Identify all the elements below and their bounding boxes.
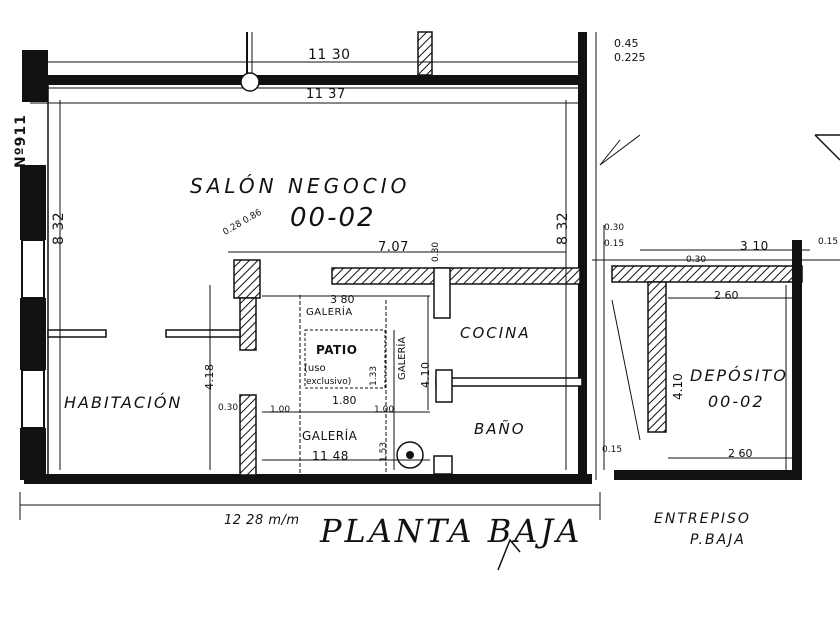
planta-baja-title: PLANTA BAJA	[320, 512, 583, 550]
bano-stub	[435, 369, 453, 403]
galeria-top-label: GALERÍA	[306, 307, 353, 318]
depo-top-wall	[611, 265, 803, 283]
pbaja-label: P.BAJA	[690, 532, 746, 548]
dim-top-width: 11 30	[308, 47, 351, 63]
corner-fragment	[497, 134, 840, 571]
patio-label: PATIO	[316, 343, 358, 357]
deposito-code: 00-02	[708, 392, 765, 411]
left-window-2	[21, 369, 45, 429]
dim-right-045: 0.45	[614, 37, 639, 50]
cocina-label: COCINA	[460, 324, 531, 342]
top-wall	[24, 75, 584, 85]
dim-030-left: 0.30	[218, 403, 239, 413]
bano-label: BAÑO	[474, 420, 526, 438]
dim-depo-260-bottom: 2 60	[728, 447, 753, 460]
dim-depo-015: 0.15	[818, 237, 839, 247]
interior-walls	[47, 259, 583, 476]
dim-right-height: 8 32	[555, 211, 571, 245]
dim-depo-015b: 0.15	[602, 445, 623, 455]
left-wall-top	[22, 50, 48, 102]
cocina-left-stub	[433, 267, 451, 319]
dim-1148: 11 48	[312, 449, 349, 463]
dim-right-015: 0.15	[604, 239, 625, 249]
patio-exclusivo: exclusivo)	[306, 377, 352, 387]
dim-depo-260-top: 2 60	[714, 289, 739, 302]
depo-diagonal	[611, 299, 641, 441]
bano-fixture-inner	[406, 451, 414, 459]
dim-right-030: 0.30	[604, 223, 625, 233]
dim-right-0225: 0.225	[614, 51, 646, 64]
hab-wall-lower	[239, 394, 257, 476]
dim-418: 4.18	[203, 363, 216, 391]
dim-left-height: 8 32	[51, 211, 67, 245]
dim-380: 3 80	[330, 293, 355, 306]
bottom-wall	[24, 474, 592, 484]
deposito-walls	[611, 240, 810, 480]
dim-bottom-total: 12 28 m/m	[224, 513, 300, 528]
dim-inner-width: 11 37	[306, 87, 346, 102]
dim-180: 1.80	[332, 394, 357, 407]
dim-030-cocina: 0.30	[431, 241, 441, 262]
n911-label: Nº911	[13, 114, 29, 168]
habitacion-label: HABITACIÓN	[64, 393, 183, 412]
bano-fixture	[396, 441, 424, 469]
depo-left-column	[647, 281, 667, 433]
cocina-top-wall	[331, 267, 581, 285]
depo-bottom-wall	[614, 470, 802, 480]
salon-label: SALÓN NEGOCIO	[190, 174, 411, 198]
dim-depo-410: 4.10	[671, 373, 685, 400]
left-wall-mid	[20, 165, 46, 240]
bano-wall	[435, 377, 583, 387]
salon-code: 00-02	[290, 203, 376, 233]
top-tree-circle	[240, 72, 260, 92]
dim-153: 1.53	[379, 441, 389, 462]
dim-depo-310: 3 10	[740, 239, 769, 253]
galeria-bottom-label: GALERÍA	[302, 429, 358, 443]
dim-133: 1.33	[369, 365, 379, 386]
bano-bottom-stub	[433, 455, 453, 475]
entrepiso-label: ENTREPISO	[654, 511, 751, 527]
dim-707: 7.07	[378, 240, 409, 255]
depo-right-wall	[792, 240, 802, 480]
top-column	[417, 31, 433, 76]
dimension-lines	[19, 32, 840, 520]
dim-410: 4.10	[419, 361, 432, 389]
hab-wall-upper	[239, 297, 257, 351]
main-walls	[20, 31, 592, 484]
hab-left-shelf	[47, 329, 107, 338]
hab-mid-shelf	[165, 329, 241, 338]
dim-100a: 1.00	[270, 405, 291, 415]
patio-uso: (uso	[304, 363, 326, 374]
dim-depo-030: 0.30	[686, 255, 707, 265]
hab-column-top	[233, 259, 261, 299]
right-wall	[578, 32, 587, 480]
left-wall-bottom	[20, 428, 46, 480]
patio-box	[304, 329, 386, 389]
deposito-label: DEPÓSITO	[690, 366, 788, 385]
left-wall-lower	[20, 298, 46, 370]
dim-100b: 1.00	[374, 405, 395, 415]
left-window-1	[21, 239, 45, 299]
galeria-vertical-label: GALERÍA	[397, 336, 408, 380]
